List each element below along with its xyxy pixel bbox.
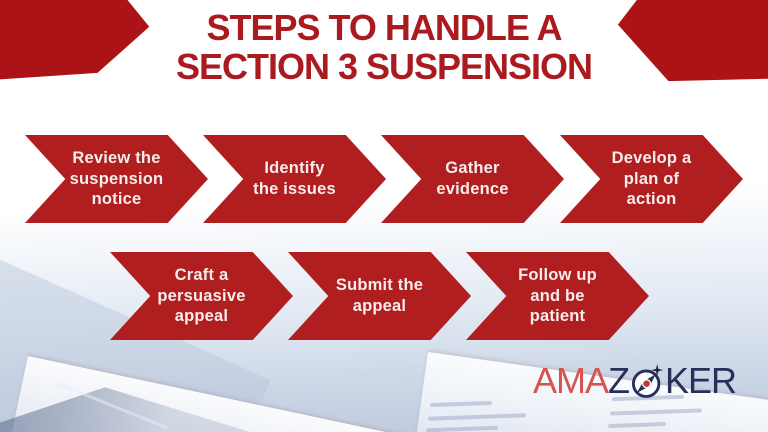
page-title: STEPS TO HANDLE A SECTION 3 SUSPENSION	[0, 8, 768, 86]
step-arrow-7: Follow up and be patient	[466, 252, 649, 340]
page-title-line2: SECTION 3 SUSPENSION	[175, 46, 593, 87]
step-label: Review the suspension notice	[69, 149, 164, 209]
step-label: Identify the issues	[253, 159, 336, 198]
page-title-line1: STEPS TO HANDLE A	[206, 7, 562, 48]
amazoker-logo: AMA Z KER	[533, 360, 737, 401]
compass-icon	[631, 364, 664, 398]
step-label: Craft a persuasive appeal	[157, 266, 246, 326]
step-arrow-2: Identify the issues	[203, 135, 386, 223]
logo-text-ama: AMA	[533, 360, 609, 401]
step-label: Develop a plan of action	[611, 149, 692, 209]
logo-text-ker: KER	[665, 360, 737, 401]
logo-text-z: Z	[608, 360, 630, 401]
step-label: Gather evidence	[436, 159, 509, 198]
step-label: Submit the appeal	[335, 276, 424, 315]
step-label: Follow up and be patient	[518, 266, 597, 326]
